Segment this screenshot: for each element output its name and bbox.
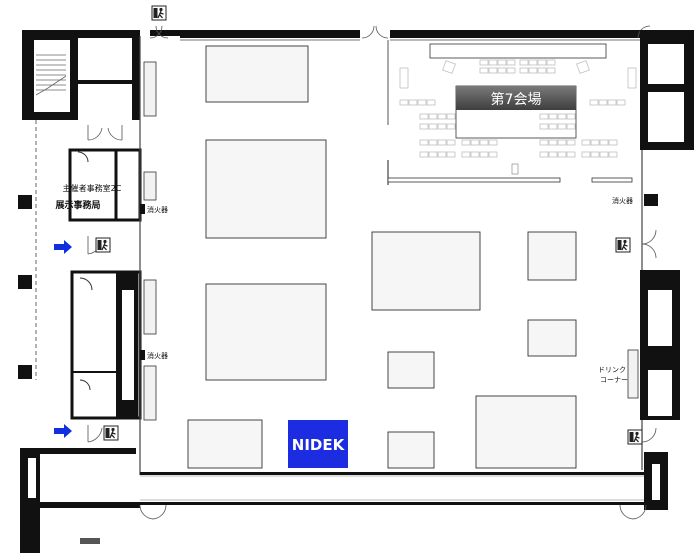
staircase-icon [35,54,67,96]
booth [475,395,577,469]
booth [371,231,481,311]
emergency-exit-icon [103,425,119,441]
fire-extinguisher-icon [140,350,145,360]
seating-area [399,59,637,175]
emergency-exit-icon [95,237,111,253]
emergency-exit-icon [151,5,167,21]
exhibit-booths [187,45,577,469]
main-hall-outline [139,25,694,520]
booth [387,431,435,469]
booth [205,45,309,103]
booth [205,139,327,239]
emergency-exit-icon [615,237,631,253]
fire-extinguisher-icon [644,194,658,206]
arrow-right-icon [54,240,72,254]
nidek-booth [288,420,348,468]
exhibition-office-label: 展示事務局 [55,199,100,211]
organizer-office-label: 主催者事務室2C [63,183,122,193]
drink-corner-label: ドリンク [598,366,626,374]
nidek-booth-label: NIDEK [292,436,346,454]
booth [387,351,435,389]
extinguisher-label: 消火器 [612,196,633,205]
wall-panels [143,61,639,421]
hall-header-banner [456,86,576,110]
arrow-right-icon [54,424,72,438]
emergency-exit-icon [627,429,643,445]
booth [205,283,327,381]
fire-extinguisher-icon [140,204,145,214]
hall-name-label: 第7会場 [491,91,542,108]
extinguisher-label: 消火器 [147,351,168,360]
booth [527,319,577,357]
extinguisher-label: 消火器 [147,205,168,214]
left-wing [18,30,142,553]
booth [187,419,263,469]
booth [527,231,577,281]
seminar-hall: 第7会場 [387,40,637,185]
drink-corner-label: コーナー [600,376,628,384]
